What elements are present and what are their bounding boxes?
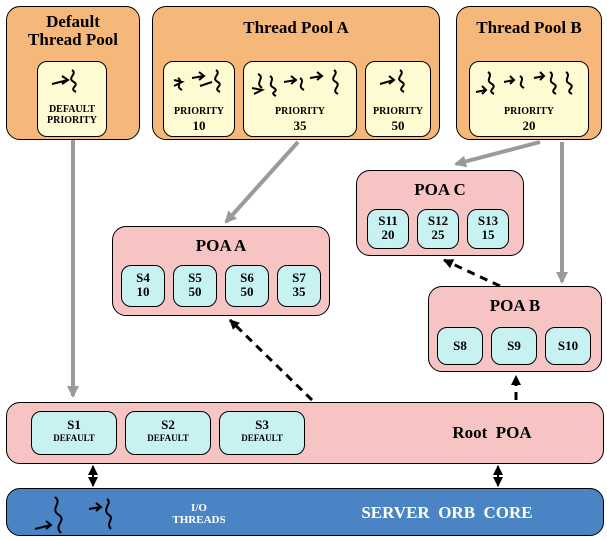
poa-a-title: POA A bbox=[195, 236, 247, 255]
thread-pool-a-title: Thread Pool A bbox=[243, 18, 349, 37]
server-orb-core: I/O THREADS SERVER ORB CORE bbox=[6, 488, 604, 536]
default-priority-label: DEFAULT PRIORITY bbox=[46, 104, 97, 126]
poa-a: POA A S4 10 S5 50 S6 50 S7 35 bbox=[112, 226, 330, 316]
io-threads-label: I/O THREADS bbox=[172, 502, 226, 526]
pool-b-lane-label: PRIORITY bbox=[503, 106, 554, 117]
default-thread-pool-title: Default Thread Pool bbox=[28, 12, 118, 49]
servant-s2[interactable]: S2 DEFAULT bbox=[125, 411, 211, 455]
thread-icon bbox=[379, 69, 405, 93]
pool-a-to-poa-a-arrow bbox=[224, 140, 300, 224]
servant-s9[interactable]: S9 bbox=[491, 327, 537, 365]
pool-b-lane-20: PRIORITY 20 bbox=[469, 61, 589, 137]
poa-b-title: POA B bbox=[489, 296, 541, 315]
thread-pool-b: Thread Pool B PRIORITY 20 bbox=[456, 6, 602, 140]
servant-s1[interactable]: S1 DEFAULT bbox=[31, 411, 117, 455]
root-to-poa-a-arrow bbox=[228, 318, 314, 402]
poa-b-to-poa-c-arrow bbox=[443, 258, 501, 288]
thread-pool-b-title: Thread Pool B bbox=[476, 18, 582, 37]
pool-a-lane-value: 50 bbox=[391, 118, 405, 133]
servant-s13[interactable]: S13 15 bbox=[467, 209, 509, 249]
orb-core-title: SERVER ORB CORE bbox=[361, 503, 533, 522]
servant-s8[interactable]: S8 bbox=[437, 327, 483, 365]
poa-b: POA B S8 S9 S10 bbox=[428, 286, 602, 372]
pool-b-to-poa-c-arrow bbox=[454, 140, 541, 168]
pool-a-lane-label: PRIORITY bbox=[372, 106, 423, 117]
threads-icon bbox=[173, 69, 221, 93]
poa-c-title: POA C bbox=[414, 180, 466, 199]
servant-s3[interactable]: S3 DEFAULT bbox=[219, 411, 305, 455]
servant-s5[interactable]: S5 50 bbox=[173, 265, 217, 307]
default-priority-lane: DEFAULT PRIORITY bbox=[37, 61, 107, 137]
pool-a-lane-50: PRIORITY 50 bbox=[365, 61, 431, 137]
threads-icon bbox=[251, 69, 339, 97]
servant-s11[interactable]: S11 20 bbox=[367, 209, 409, 249]
pool-a-lane-label: PRIORITY bbox=[274, 106, 325, 117]
servant-s4[interactable]: S4 10 bbox=[121, 265, 165, 307]
servant-s7[interactable]: S7 35 bbox=[277, 265, 321, 307]
pool-b-lane-value: 20 bbox=[522, 118, 536, 133]
poa-c: POA C S11 20 S12 25 S13 15 bbox=[356, 170, 524, 256]
default-thread-pool: Default Thread Pool DEFAULT PRIORITY bbox=[6, 6, 140, 140]
pool-a-lane-label: PRIORITY bbox=[173, 106, 224, 117]
threads-icon bbox=[475, 71, 573, 95]
pool-a-lane-10: PRIORITY 10 bbox=[163, 61, 235, 137]
thread-pool-a: Thread Pool A PRIORITY 10 PRIORITY bbox=[152, 6, 440, 140]
servant-s12[interactable]: S12 25 bbox=[417, 209, 459, 249]
root-poa: S1 DEFAULT S2 DEFAULT S3 DEFAULT Root PO… bbox=[6, 402, 604, 464]
pool-a-lane-35: PRIORITY 35 bbox=[243, 61, 357, 137]
pool-a-lane-value: 35 bbox=[293, 118, 307, 133]
root-poa-title: Root POA bbox=[452, 423, 532, 442]
io-threads-icon bbox=[34, 496, 112, 534]
pool-a-lane-value: 10 bbox=[192, 118, 206, 133]
servant-s6[interactable]: S6 50 bbox=[225, 265, 269, 307]
thread-icon bbox=[51, 69, 77, 93]
servant-s10[interactable]: S10 bbox=[545, 327, 591, 365]
